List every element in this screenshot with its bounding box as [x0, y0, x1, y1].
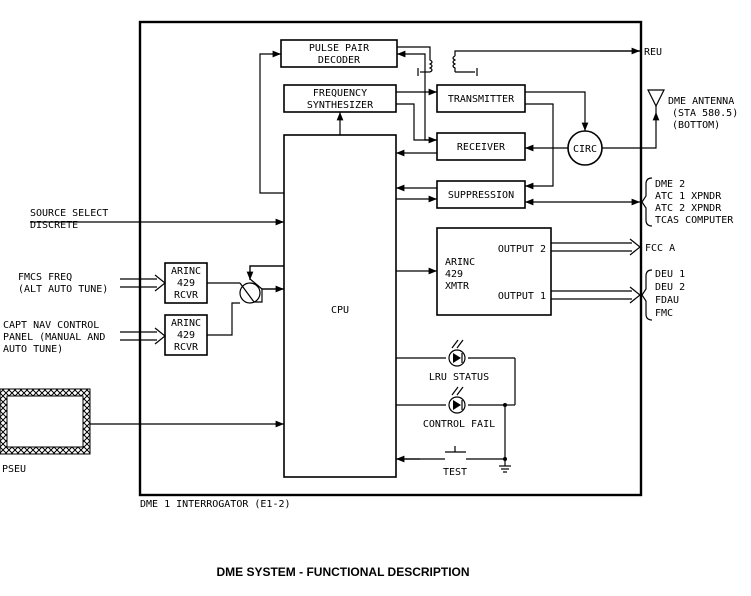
circ-to-antenna-line — [602, 112, 660, 149]
arinc-429-transmitter: ARINC 429 XMTR OUTPUT 2 OUTPUT 1 — [436, 227, 552, 316]
transmitter-to-circ-line — [525, 91, 589, 131]
source-switch — [207, 265, 284, 336]
arinc-rcvr1-line-1: ARINC — [171, 266, 201, 277]
fmcs-freq-label-2: (ALT AUTO TUNE) — [18, 284, 108, 295]
arinc-rcvr1-line-2: 429 — [177, 278, 195, 289]
receiver-to-decoder-line — [397, 50, 437, 141]
output-1-label: OUTPUT 1 — [498, 291, 546, 302]
fmcs-input-bus — [120, 274, 166, 292]
cpu-label: CPU — [331, 305, 349, 316]
capt-nav-label-1: CAPT NAV CONTROL — [3, 320, 99, 331]
suppression-label: SUPPRESSION — [448, 190, 514, 201]
source-select-label-2: DISCRETE — [30, 220, 78, 231]
dme-antenna-label-1: DME ANTENNA — [668, 96, 734, 107]
circ-label: CIRC — [573, 144, 597, 155]
arinc-rcvr2-line-3: RCVR — [174, 342, 199, 353]
output-1-bus-2: DEU 2 — [655, 282, 685, 293]
capt-nav-label-2: PANEL (MANUAL AND — [3, 332, 105, 343]
interrogator-enclosure — [138, 20, 643, 497]
capt-nav-input-bus — [120, 327, 166, 345]
output-2-bus — [551, 238, 641, 256]
pulse-pair-decoder-label-2: DECODER — [318, 55, 361, 66]
test-switch-icon — [396, 446, 505, 460]
unit-label: DME 1 INTERROGATOR (E1-2) — [140, 499, 291, 510]
fcc-label: FCC A — [645, 243, 675, 254]
transmitter-label: TRANSMITTER — [448, 94, 515, 105]
arinc-xmtr-line-1: ARINC — [445, 257, 475, 268]
reu-label: REU — [644, 47, 662, 58]
frequency-synthesizer-label-1: FREQUENCY — [313, 88, 367, 99]
cpu-block: CPU — [283, 134, 397, 478]
synth-to-receiver-line — [396, 103, 437, 144]
lru-status-label: LRU STATUS — [429, 372, 489, 383]
transformer-coils — [397, 46, 640, 76]
pulse-pair-decoder-block: PULSE PAIR DECODER — [280, 39, 398, 68]
arinc-xmtr-line-2: 429 — [445, 269, 463, 280]
arinc-xmtr-line-3: XMTR — [445, 281, 470, 292]
cpu-to-decoder-line — [259, 50, 284, 194]
receiver-block: RECEIVER — [436, 132, 526, 161]
suppression-bus-brace — [641, 177, 653, 227]
transmitter-block: TRANSMITTER — [436, 84, 526, 113]
control-fail-label: CONTROL FAIL — [423, 419, 495, 430]
suppression-block: SUPPRESSION — [436, 180, 526, 209]
suppression-bus-1: DME 2 — [655, 179, 685, 190]
transmitter-to-suppression-line — [525, 103, 554, 190]
fmcs-freq-label-1: FMCS FREQ — [18, 272, 72, 283]
pseu-label: PSEU — [2, 464, 26, 475]
output-1-brace — [641, 269, 653, 321]
dme-antenna-icon — [647, 89, 665, 112]
arinc-rcvr2-line-2: 429 — [177, 330, 195, 341]
suppression-bus-4: TCAS COMPUTER — [655, 215, 734, 226]
frequency-synthesizer-label-2: SYNTHESIZER — [307, 100, 374, 111]
ground-return — [503, 358, 516, 466]
test-label: TEST — [443, 467, 467, 478]
arinc-429-receiver-1: ARINC 429 RCVR — [164, 262, 208, 304]
arinc-rcvr2-line-1: ARINC — [171, 318, 201, 329]
pseu-box — [0, 388, 91, 455]
figure-caption: DME SYSTEM - FUNCTIONAL DESCRIPTION — [216, 565, 469, 579]
output-1-bus-1: DEU 1 — [655, 269, 685, 280]
capt-nav-label-3: AUTO TUNE) — [3, 344, 63, 355]
output-1-bus-3: FDAU — [655, 295, 679, 306]
source-select-label-1: SOURCE SELECT — [30, 208, 108, 219]
pulse-pair-decoder-label-1: PULSE PAIR — [309, 43, 370, 54]
cpu-to-switch-control — [246, 265, 284, 280]
arinc-429-receiver-2: ARINC 429 RCVR — [164, 314, 208, 356]
ground-icon — [499, 465, 511, 473]
receiver-label: RECEIVER — [457, 142, 506, 153]
output-1-bus-4: FMC — [655, 308, 673, 319]
dme-antenna-label-3: (BOTTOM) — [672, 120, 720, 131]
output-1-bus — [551, 286, 641, 304]
output-2-label: OUTPUT 2 — [498, 244, 546, 255]
frequency-synthesizer-block: FREQUENCY SYNTHESIZER — [283, 84, 397, 113]
suppression-bus-3: ATC 2 XPNDR — [655, 203, 722, 214]
dme-antenna-label-2: (STA 580.5) — [672, 108, 738, 119]
suppression-bus-2: ATC 1 XPNDR — [655, 191, 722, 202]
arinc-rcvr1-line-3: RCVR — [174, 290, 199, 301]
circulator: CIRC — [567, 130, 603, 166]
lru-status-led-icon — [396, 339, 515, 367]
control-fail-led-icon — [396, 386, 505, 414]
